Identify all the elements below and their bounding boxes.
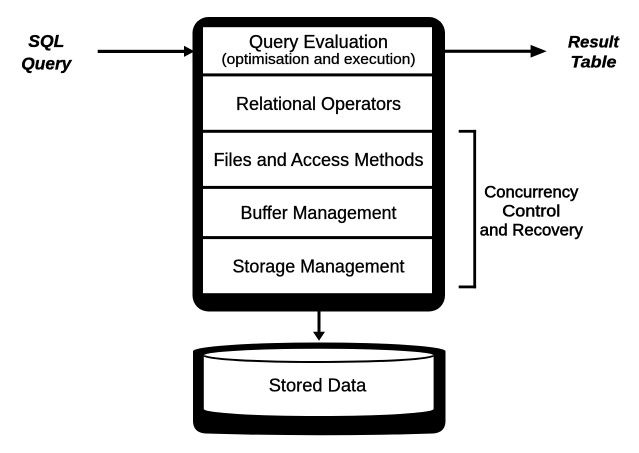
svg-text:Result: Result (568, 33, 620, 52)
svg-text:Storage Management: Storage Management (233, 257, 405, 277)
svg-text:Relational Operators: Relational Operators (236, 94, 401, 114)
svg-text:Concurrency: Concurrency (484, 183, 578, 202)
svg-text:Query Evaluation: Query Evaluation (249, 32, 388, 52)
svg-text:Table: Table (571, 53, 617, 72)
svg-text:Files and Access Methods: Files and Access Methods (214, 150, 424, 170)
svg-text:and Recovery: and Recovery (480, 221, 583, 240)
svg-text:Control: Control (502, 202, 560, 221)
svg-text:Stored Data: Stored Data (269, 376, 367, 396)
svg-text:Buffer Management: Buffer Management (241, 203, 397, 223)
svg-text:(optimisation and execution): (optimisation and execution) (222, 51, 416, 68)
svg-text:Query: Query (21, 54, 72, 74)
svg-text:SQL: SQL (28, 31, 64, 51)
